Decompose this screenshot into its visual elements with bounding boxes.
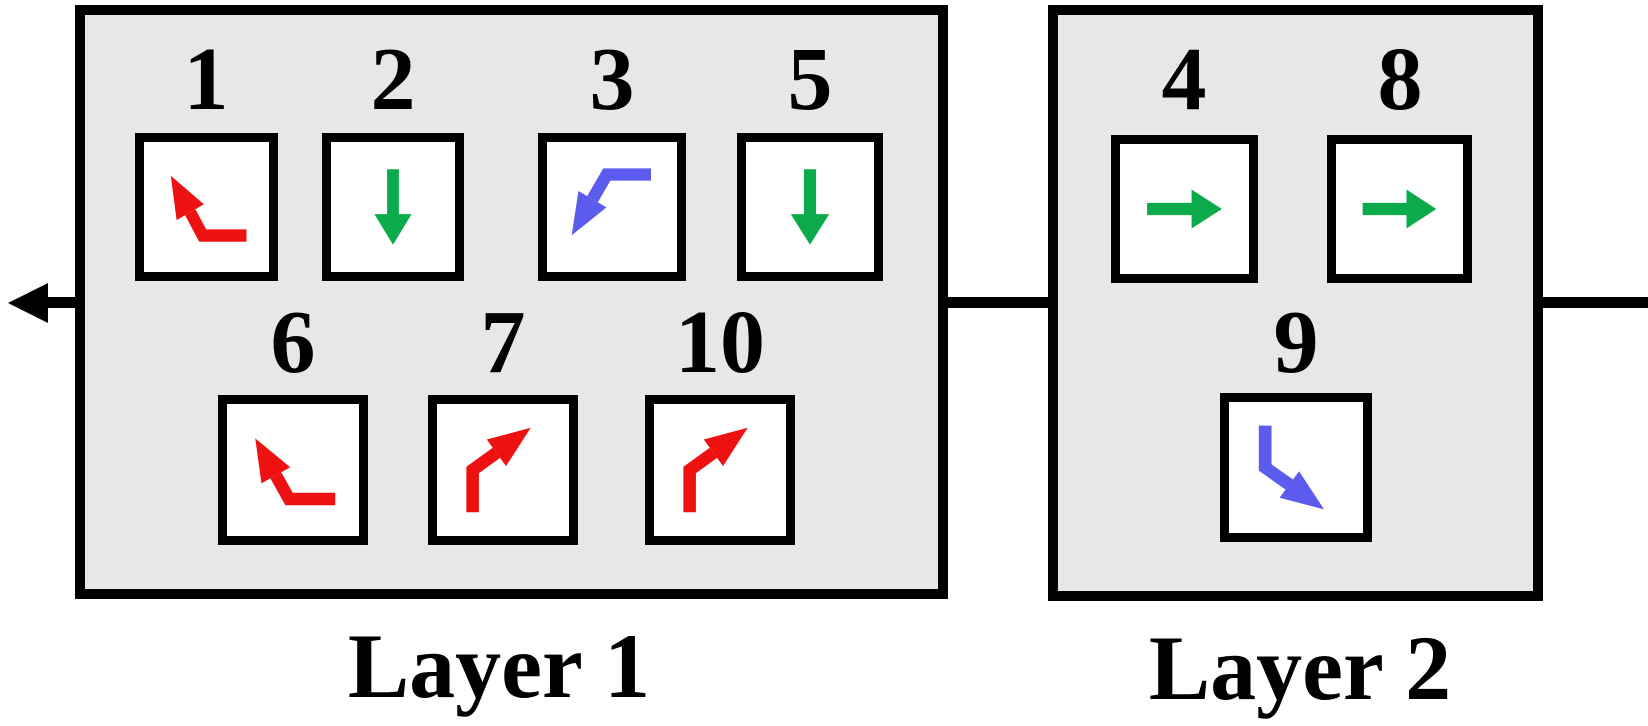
- filter-number-5: 5: [787, 30, 833, 129]
- filter-number-7: 7: [480, 293, 526, 392]
- filter-box-10: [645, 395, 795, 545]
- arrow-bend-up-right-icon: [466, 427, 531, 513]
- filter-box-9: [1220, 393, 1372, 542]
- filter-box-4: [1111, 135, 1258, 283]
- filter-number-2: 2: [370, 30, 416, 129]
- arrow-down-icon: [790, 169, 830, 245]
- arrow-bend-down-right-icon: [1258, 425, 1325, 510]
- filter-box-7: [428, 395, 578, 545]
- arrow-bend-up-right-icon: [683, 427, 748, 513]
- output-line-segment: [36, 297, 86, 308]
- filter-box-8: [1327, 135, 1472, 283]
- arrow-bend-up-left-icon: [170, 175, 247, 242]
- filter-number-4: 4: [1161, 30, 1207, 129]
- output-arrowhead-icon: [8, 283, 48, 323]
- filter-box-3: [538, 133, 686, 281]
- layer1-label: Layer 1: [347, 615, 651, 717]
- filter-box-5: [737, 133, 883, 281]
- layer2-label: Layer 2: [1148, 617, 1452, 719]
- filter-box-2: [322, 133, 464, 281]
- arrow-right-icon: [1362, 189, 1437, 229]
- filter-number-6: 6: [270, 293, 316, 392]
- filter-number-10: 10: [675, 293, 765, 392]
- arrow-bend-up-left-icon: [255, 438, 336, 506]
- arrow-bend-down-left-icon: [571, 168, 651, 236]
- input-line-segment: [1536, 297, 1648, 308]
- arrow-right-icon: [1147, 189, 1222, 229]
- inter-layer-line-segment: [940, 297, 1055, 308]
- filter-box-6: [218, 395, 368, 545]
- filter-number-9: 9: [1273, 293, 1319, 392]
- filter-box-1: [135, 133, 278, 281]
- arrow-down-icon: [374, 169, 412, 245]
- filter-number-3: 3: [589, 30, 635, 129]
- filter-number-8: 8: [1377, 30, 1423, 129]
- filter-number-1: 1: [183, 30, 229, 129]
